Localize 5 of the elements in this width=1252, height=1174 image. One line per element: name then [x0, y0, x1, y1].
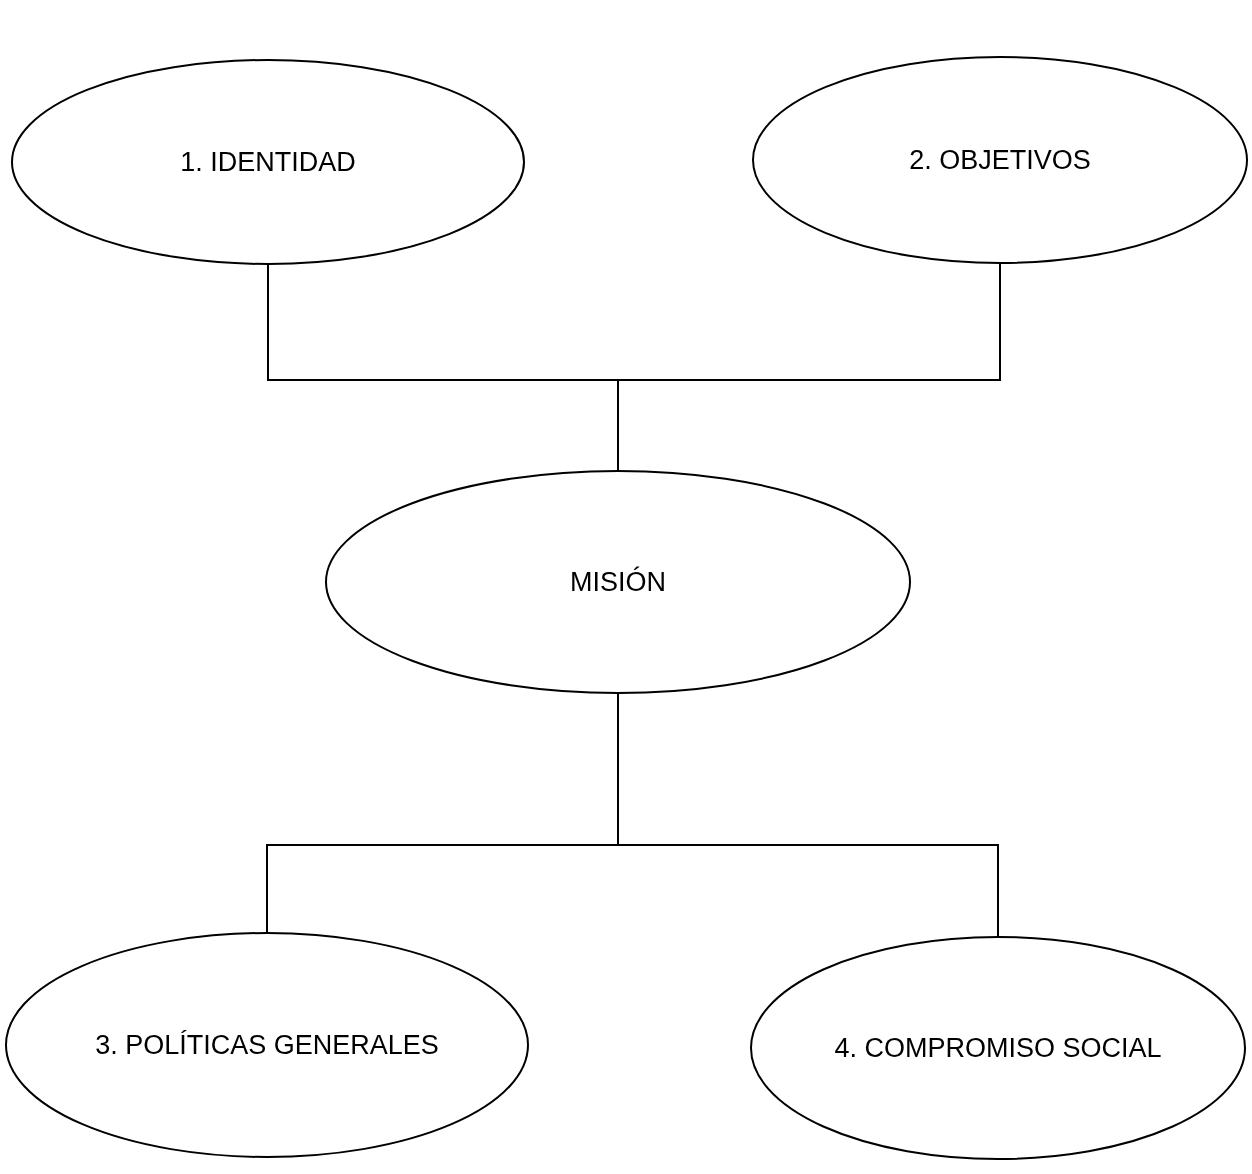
node-label: 2. OBJETIVOS — [909, 144, 1091, 176]
node-label: 1. IDENTIDAD — [180, 146, 356, 178]
node-label: 4. COMPROMISO SOCIAL — [834, 1032, 1162, 1064]
node-label: MISIÓN — [570, 566, 666, 598]
node-label: 3. POLÍTICAS GENERALES — [95, 1029, 439, 1061]
